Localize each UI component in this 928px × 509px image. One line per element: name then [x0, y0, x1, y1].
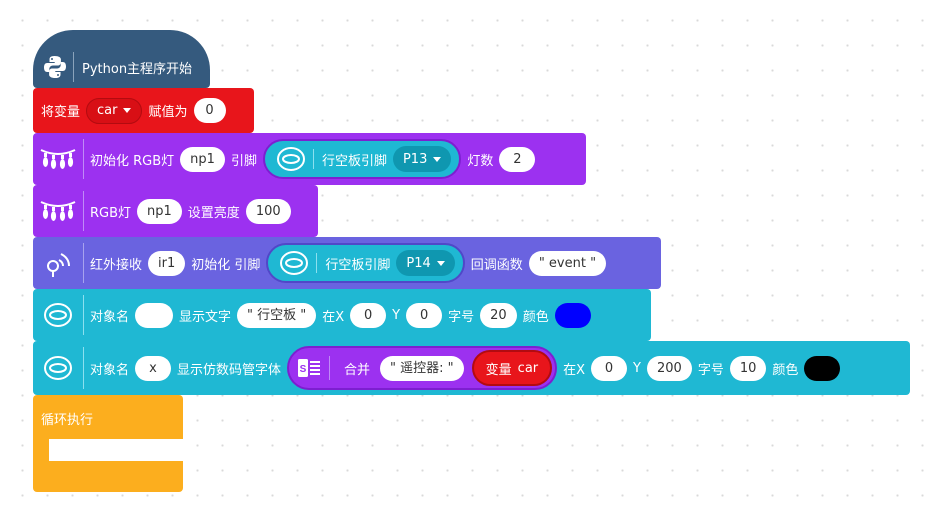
y-label: Y [392, 307, 401, 323]
assign-value-input[interactable]: 0 [193, 98, 226, 123]
y-input[interactable]: 200 [647, 355, 692, 381]
x-input[interactable]: 0 [591, 355, 628, 381]
rgb-init-block[interactable]: 初始化 RGB灯 np1 引脚 行空板引脚 P13 灯数 2 [33, 133, 586, 185]
ir-receive-label: 红外接收 [90, 257, 143, 273]
loop-label: 循环执行 [41, 413, 94, 428]
unihiker-board-icon [272, 250, 316, 276]
svg-text:S: S [300, 364, 307, 375]
y-input[interactable]: 0 [406, 302, 443, 328]
font-size-label: 字号 [448, 309, 475, 325]
font-size-input[interactable]: 10 [729, 355, 767, 381]
variable-name: car [97, 103, 118, 118]
object-name-label: 对象名 [90, 309, 130, 325]
show-text-label: 显示文字 [179, 309, 232, 325]
rgb-name-input[interactable]: np1 [180, 146, 225, 172]
show-digit-font-label: 显示仿数码管字体 [177, 362, 282, 378]
unihiker-board-icon [33, 341, 83, 395]
variable-name: car [517, 360, 539, 376]
font-size-label: 字号 [697, 362, 724, 378]
board-pin-label: 行空板引脚 [325, 257, 391, 273]
display-digit-block[interactable]: 对象名 x 显示仿数码管字体 S 合并 " 遥控器: " 变量 car 在X 0… [33, 341, 910, 395]
font-size-input[interactable]: 20 [480, 302, 517, 328]
ir-receiver-icon [33, 237, 83, 289]
callback-input[interactable]: " event " [528, 250, 607, 276]
python-logo-icon [37, 49, 73, 85]
set-variable-block[interactable]: 将变量 car 赋值为 0 [33, 88, 254, 133]
merge-text-block[interactable]: S 合并 " 遥控器: " 变量 car [287, 346, 558, 390]
pin-value: P14 [406, 255, 431, 271]
y-label: Y [633, 360, 641, 376]
rgb-light-label: RGB灯 [90, 205, 132, 221]
loop-block[interactable]: 循环执行 [33, 395, 183, 492]
unihiker-board-icon [33, 289, 83, 341]
display-text-block[interactable]: 对象名 显示文字 " 行空板 " 在X 0 Y 0 字号 20 颜色 [33, 289, 651, 341]
rgb-pin-label: 引脚 [230, 153, 257, 169]
led-count-input[interactable]: 2 [499, 146, 536, 172]
board-pin-label: 行空板引脚 [321, 153, 387, 169]
color-label: 颜色 [772, 362, 799, 378]
merge-text-input[interactable]: " 遥控器: " [380, 355, 464, 381]
unihiker-board-icon [269, 146, 313, 172]
color-picker[interactable] [554, 302, 591, 328]
object-name-input[interactable] [135, 302, 174, 328]
color-picker[interactable] [804, 355, 841, 381]
rgb-name-input[interactable]: np1 [137, 198, 182, 224]
rgb-init-label: 初始化 RGB灯 [90, 153, 175, 169]
text-merge-icon: S [289, 357, 329, 379]
board-pin-block[interactable]: 行空板引脚 P13 [262, 139, 462, 179]
pin-dropdown[interactable]: P14 [396, 250, 455, 276]
main-start-label: Python主程序开始 [82, 61, 193, 77]
x-input[interactable]: 0 [350, 302, 387, 328]
rgb-brightness-block[interactable]: RGB灯 np1 设置亮度 100 [33, 185, 318, 237]
board-pin-block[interactable]: 行空板引脚 P14 [266, 243, 465, 283]
ir-init-block[interactable]: 红外接收 ir1 初始化 引脚 行空板引脚 P14 回调函数 " event " [33, 237, 661, 289]
variable-reporter[interactable]: 变量 car [471, 350, 553, 386]
text-value-input[interactable]: " 行空板 " [237, 302, 317, 328]
chevron-down-icon [436, 260, 445, 266]
ir-pin-label: 初始化 引脚 [191, 257, 261, 273]
ir-name-input[interactable]: ir1 [148, 250, 186, 276]
x-label: 在X [563, 362, 586, 378]
led-count-label: 灯数 [467, 153, 494, 169]
variable-dropdown[interactable]: car [86, 97, 143, 124]
chevron-down-icon [123, 108, 132, 113]
variable-label: 变量 [485, 362, 512, 378]
brightness-label: 设置亮度 [187, 205, 240, 221]
python-main-start-block[interactable]: Python主程序开始 [33, 30, 210, 88]
brightness-input[interactable]: 100 [245, 198, 291, 224]
object-name-input[interactable]: x [135, 355, 172, 381]
rgb-light-string-icon [33, 185, 83, 237]
set-var-label: 将变量 [41, 105, 81, 120]
rgb-light-string-icon [33, 133, 83, 185]
pin-dropdown[interactable]: P13 [392, 146, 452, 172]
x-label: 在X [322, 309, 345, 325]
color-label: 颜色 [522, 309, 549, 325]
object-name-label: 对象名 [90, 362, 130, 378]
pin-value: P13 [402, 151, 428, 167]
assign-label: 赋值为 [148, 105, 188, 120]
merge-label: 合并 [344, 362, 371, 378]
chevron-down-icon [433, 156, 442, 162]
callback-label: 回调函数 [470, 257, 523, 273]
